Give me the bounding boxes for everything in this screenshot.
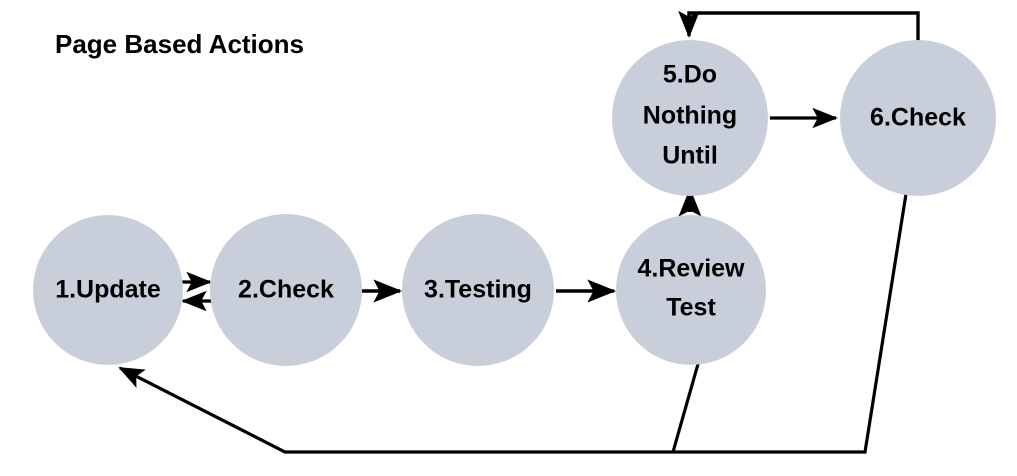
node-circle-check-2[interactable] xyxy=(210,214,362,366)
node-do-nothing-until[interactable]: 5.Do Nothing Until xyxy=(612,40,768,196)
node-label-check-6: 6.Check xyxy=(870,104,966,132)
node-circle-do-nothing-until[interactable] xyxy=(612,40,768,196)
node-label-testing: 3.Testing xyxy=(424,276,532,304)
node-testing[interactable]: 3.Testing xyxy=(402,214,554,366)
node-label-check-2: 2.Check xyxy=(238,276,334,304)
node-circle-check-6[interactable] xyxy=(840,40,996,196)
node-label-review-test-line1: 4.Review xyxy=(637,255,745,283)
node-label-do-nothing-line3: Until xyxy=(662,142,718,170)
node-review-test[interactable]: 4.Review Test xyxy=(616,215,766,365)
node-label-do-nothing-line1: 5.Do xyxy=(663,61,717,89)
node-check-2[interactable]: 2.Check xyxy=(210,214,362,366)
node-circle-update[interactable] xyxy=(33,215,183,365)
node-label-do-nothing-line2: Nothing xyxy=(643,102,737,130)
page-title: Page Based Actions xyxy=(55,29,304,59)
edge-review4-to-bottom-rail xyxy=(671,356,702,453)
edge-check6-to-donothing5 xyxy=(678,10,920,42)
node-check-6[interactable]: 6.Check xyxy=(840,40,996,196)
node-label-update: 1.Update xyxy=(55,276,161,304)
node-label-review-test-line2: Test xyxy=(666,294,716,322)
edge-check6-to-update1 xyxy=(118,193,908,454)
node-circle-testing[interactable] xyxy=(402,214,554,366)
node-circle-review-test[interactable] xyxy=(616,215,766,365)
node-update[interactable]: 1.Update xyxy=(33,215,183,365)
